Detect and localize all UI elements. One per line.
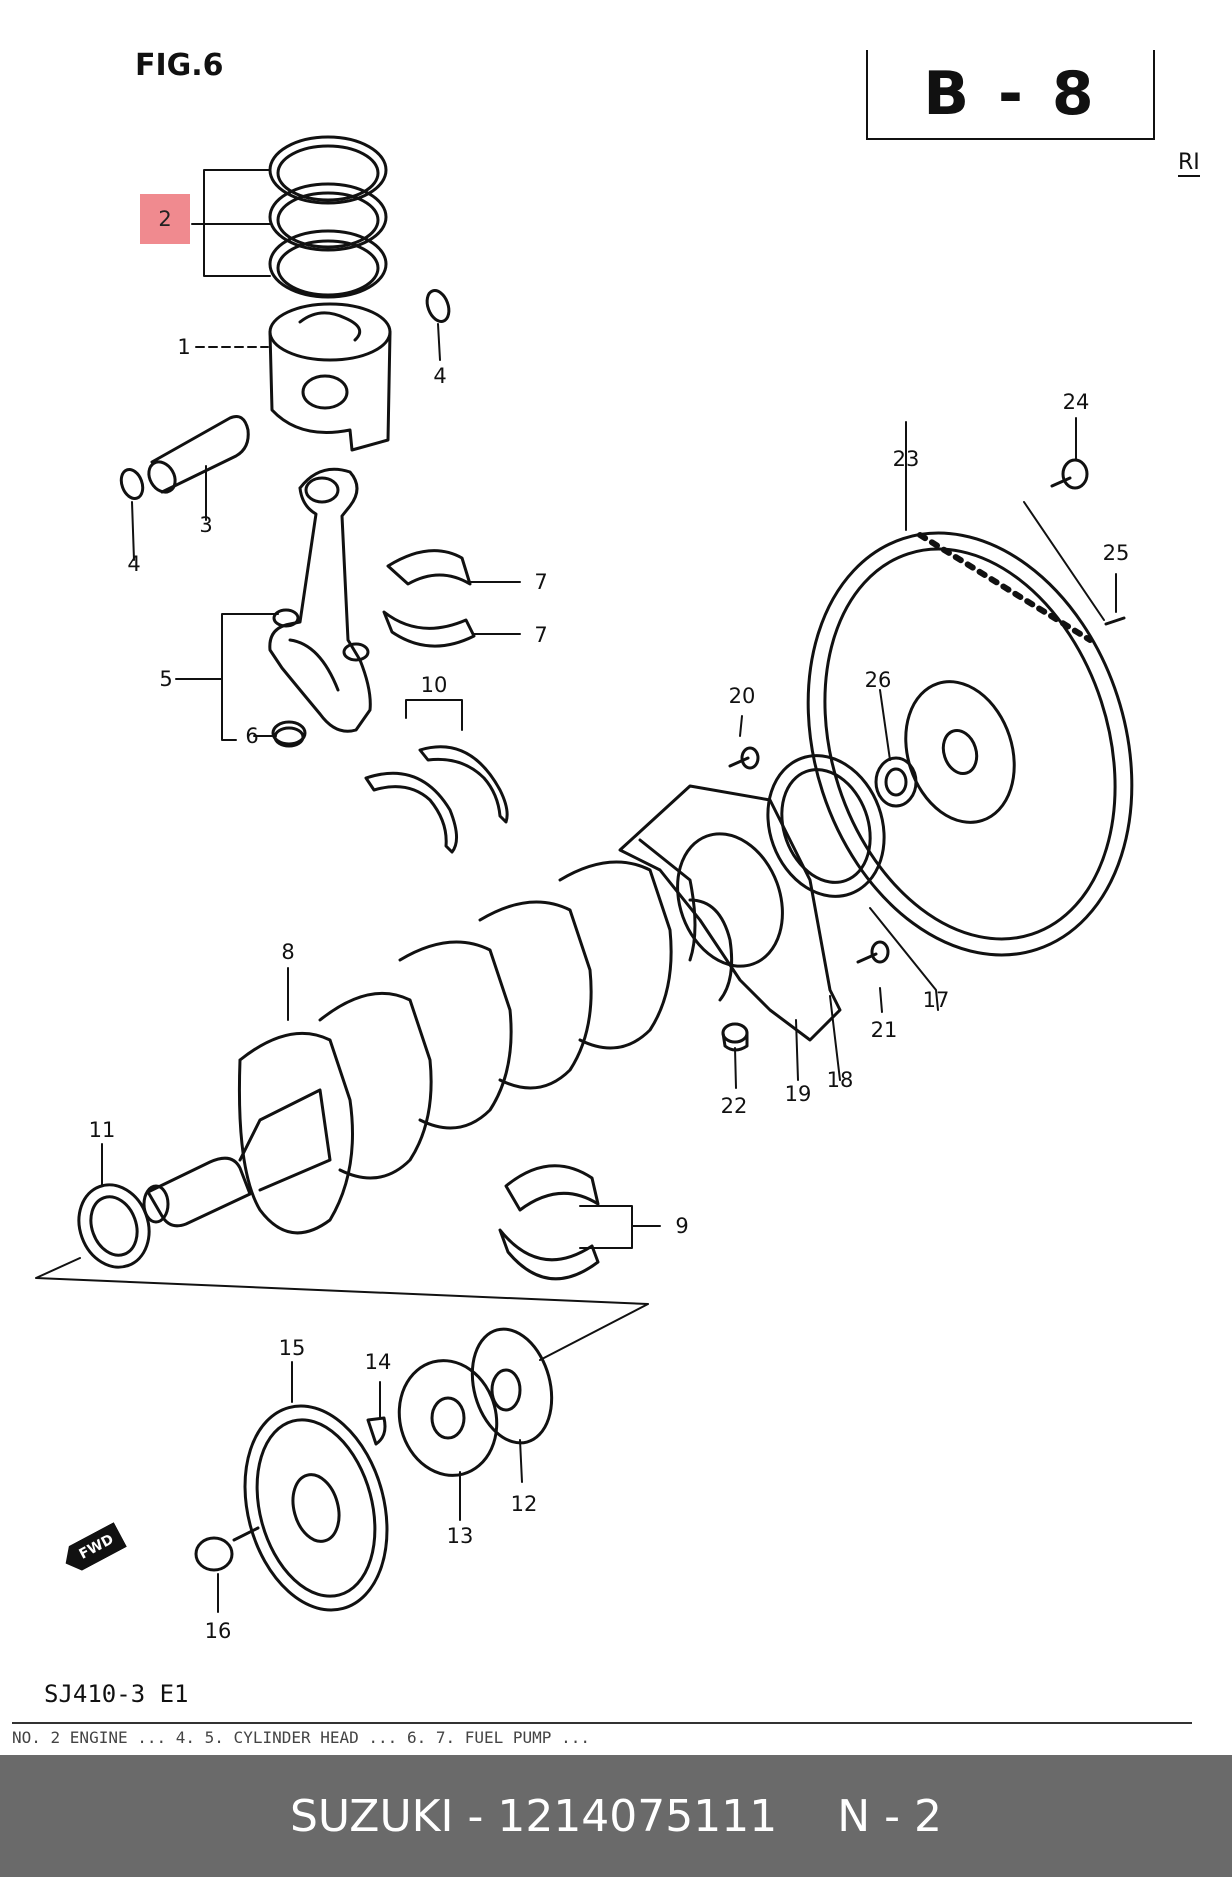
callout-22: 22	[720, 1094, 748, 1118]
edge-text: RI	[1178, 150, 1200, 177]
diagram-page: FIG.6 B - 8 RI 1 2 3 4 4 5 6 7 7 8 9 10 …	[12, 48, 1200, 1750]
callout-18: 18	[826, 1068, 854, 1092]
callout-6: 6	[245, 724, 259, 748]
piston	[268, 302, 392, 452]
flywheel	[806, 531, 1134, 957]
callout-17: 17	[922, 988, 950, 1012]
leader-lines	[101, 169, 1117, 1613]
page-code-box: B - 8	[866, 50, 1155, 140]
model-code: SJ410-3 E1	[44, 1680, 189, 1708]
callout-26: 26	[864, 668, 892, 692]
callout-4-left: 4	[127, 552, 141, 576]
callout-20: 20	[728, 684, 756, 708]
woodruff-key	[366, 1416, 387, 1446]
callout-7-lower: 7	[534, 623, 548, 647]
piston-pin	[147, 415, 250, 494]
clip-left	[119, 467, 145, 501]
front-oil-seal	[77, 1183, 151, 1269]
crank-pulley	[243, 1404, 389, 1612]
timing-sprocket	[397, 1359, 499, 1477]
callout-7-upper: 7	[534, 570, 548, 594]
assembly-bracket	[35, 1257, 649, 1361]
crankshaft	[142, 838, 734, 1235]
page-footer-strip: NO. 2 ENGINE ... 4. 5. CYLINDER HEAD ...…	[12, 1722, 1192, 1750]
callout-3: 3	[199, 513, 213, 537]
callout-15: 15	[278, 1336, 306, 1360]
flywheel-bolt	[1050, 458, 1089, 490]
callout-1: 1	[177, 335, 191, 359]
callout-5: 5	[159, 667, 173, 691]
callout-9: 9	[675, 1214, 689, 1238]
reference-number: N - 2	[837, 1790, 943, 1842]
callout-11: 11	[88, 1118, 116, 1142]
callout-16: 16	[204, 1619, 232, 1643]
callout-10: 10	[420, 673, 448, 697]
rear-oil-seal	[766, 754, 886, 898]
callout-25: 25	[1102, 541, 1130, 565]
callout-4-right: 4	[433, 364, 447, 388]
callout-14: 14	[364, 1350, 392, 1374]
callout-8: 8	[281, 940, 295, 964]
rod-nut	[271, 720, 307, 748]
callout-24: 24	[1062, 390, 1090, 414]
pulley-bolt	[194, 1526, 260, 1572]
part-number-bar: SUZUKI - 1214075111 N - 2	[0, 1755, 1232, 1877]
callout-21: 21	[870, 1018, 898, 1042]
exploded-parts-diagram	[35, 135, 1134, 1613]
page-code: B - 8	[923, 59, 1098, 129]
callout-2-highlighted[interactable]: 2	[140, 194, 190, 244]
main-bearings	[498, 1164, 600, 1281]
figure-label: FIG.6	[135, 48, 224, 83]
rod-bearings	[382, 549, 476, 648]
callout-13: 13	[446, 1524, 474, 1548]
connecting-rod	[268, 467, 372, 733]
clip-right	[425, 289, 451, 323]
housing-bolts	[728, 746, 890, 964]
rear-seal-housing	[618, 784, 842, 1042]
dowel-pin	[721, 1022, 749, 1052]
callout-19: 19	[784, 1082, 812, 1106]
piston-rings	[268, 135, 388, 299]
flywheel-pin	[1104, 616, 1126, 626]
guide-plate	[470, 1327, 554, 1445]
pilot-bearing	[874, 756, 918, 808]
callout-23: 23	[892, 447, 920, 471]
thrust-washers	[364, 745, 509, 854]
brand-and-part-number: SUZUKI - 1214075111	[289, 1790, 778, 1842]
callout-12: 12	[510, 1492, 538, 1516]
